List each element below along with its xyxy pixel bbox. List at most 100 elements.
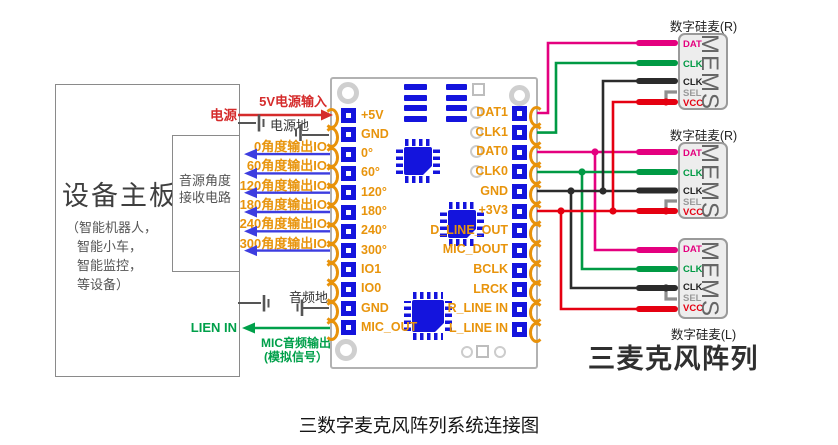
pin-label: MIC_OUT: [361, 319, 418, 334]
pin-clip: [529, 203, 544, 225]
pin-pad: [512, 282, 527, 298]
pin-pad: [512, 262, 527, 278]
via-pad: [470, 126, 483, 139]
mic-analog-note-label: (模拟信号）: [264, 350, 328, 364]
pin-clip: [529, 184, 544, 206]
via-pad: [470, 106, 483, 119]
pin-pad: [341, 108, 356, 123]
power-ground-label: 电源地: [270, 118, 310, 133]
pin-label: IO0: [361, 281, 382, 296]
pin-pad: [341, 223, 356, 239]
pin-clip: [529, 144, 544, 166]
mic-array-label: 三麦克风阵列: [588, 344, 759, 374]
pin-label: DAT1: [476, 105, 508, 119]
pin-clip: [324, 243, 339, 265]
pin-label: LRCK: [473, 281, 508, 296]
mems-pin-label: DAT: [683, 148, 702, 159]
device-mainboard-title: 设备主板: [62, 181, 178, 211]
mic-audio-out-label: MIC音频输出: [261, 336, 331, 350]
pin-pad: [512, 125, 527, 141]
pin-label: 120°: [361, 184, 387, 199]
pin-clip: [529, 301, 544, 323]
mems-pin-label: CLK: [683, 77, 703, 88]
pin-pad: [341, 262, 356, 278]
mems-pin-label: CLK: [683, 282, 703, 293]
angle-output-label: 0角度输出IO: [254, 139, 327, 155]
mems-pin-label: SEL: [683, 293, 702, 304]
pin-label: 0°: [361, 146, 373, 161]
pin-pad: [512, 301, 527, 317]
sel-jumpers: [664, 90, 677, 301]
audio-ground-label: 音频地: [288, 290, 328, 305]
via-pad: [470, 145, 483, 158]
pin-clip: [324, 301, 339, 322]
pin-label: R_LINE IN: [447, 301, 508, 316]
pin-label: L_LINE IN: [448, 321, 508, 336]
pin-clip: [324, 204, 339, 226]
pin-pad: [512, 223, 527, 239]
pin-clip: [324, 165, 339, 187]
mems-pin-label: DAT: [683, 244, 702, 255]
pin-label: 180°: [361, 204, 387, 218]
mems-chip-name: MEMS: [696, 142, 723, 219]
mems-pin-label: CLK: [683, 264, 703, 275]
pin-label: 240°: [361, 223, 387, 238]
pin-label: GND: [361, 126, 389, 141]
mems-chip-name: MEMS: [696, 240, 723, 317]
pin-clip: [529, 282, 544, 304]
pin-label: +3V3: [478, 203, 508, 218]
pin-pad: [341, 204, 356, 220]
mems-module-title: 数字硅麦(R): [669, 129, 738, 143]
mounting-hole: [335, 339, 357, 361]
device-mainboard-notes: （智能机器人， 智能小车， 智能监控， 等设备）: [66, 218, 157, 294]
mems-pin-label: VCC: [683, 303, 704, 314]
via-pad: [470, 165, 483, 178]
mems-pin-label: CLK: [683, 186, 703, 197]
qfp-chip: [440, 202, 484, 246]
pin-clip: [529, 125, 544, 147]
component-pads: [446, 84, 467, 122]
pin-pad: [512, 184, 527, 200]
pin-pad: [512, 203, 527, 219]
bottom-pad-circle: [494, 346, 506, 358]
pin-pad: [341, 320, 356, 336]
pin-pad: [512, 321, 527, 337]
pin-pad: [341, 127, 356, 143]
angle-receiver-circuit-box: [172, 135, 240, 272]
mems-module-title: 数字硅麦(L): [670, 328, 737, 342]
pin-label: CLK1: [475, 124, 508, 139]
diagram-caption: 三数字麦克风阵列系统连接图: [298, 417, 540, 437]
pin-label: +5V: [361, 107, 384, 122]
angle-receiver-circuit-label: 音源角度 接收电路: [178, 173, 231, 205]
device-note-line: 智能小车，: [77, 239, 143, 254]
qfp-chip: [396, 139, 440, 183]
mems-pin-label: SEL: [683, 197, 702, 208]
bottom-pad-circle: [461, 346, 473, 358]
pin-clip: [324, 146, 339, 168]
test-pad: [472, 83, 485, 96]
pin-pad: [341, 301, 356, 316]
pin-label: DAT0: [476, 144, 508, 159]
power-label: 电源: [210, 108, 237, 123]
pin-pad: [341, 165, 356, 181]
pin-clip: [529, 262, 544, 284]
pin-clip: [529, 105, 544, 127]
pin-clip: [324, 320, 339, 342]
mems-chip-name: MEMS: [696, 33, 723, 110]
pin-pad: [512, 164, 527, 180]
bottom-pad-square: [476, 345, 489, 358]
power-5v-input-label: 5V电源输入: [259, 94, 327, 109]
mounting-hole: [509, 85, 530, 106]
mems-pin-label: DAT: [683, 39, 702, 50]
pin-label: MIC_DOUT: [442, 242, 508, 257]
pin-label: BCLK: [473, 262, 508, 277]
pin-clip: [324, 223, 339, 245]
device-note-line: （智能机器人，: [66, 220, 158, 235]
angle-output-label: 120角度输出IO: [239, 177, 327, 193]
pin-clip: [529, 242, 544, 264]
angle-output-label: 300角度输出IO: [239, 235, 327, 251]
angle-output-label: 180角度输出IO: [239, 197, 327, 212]
